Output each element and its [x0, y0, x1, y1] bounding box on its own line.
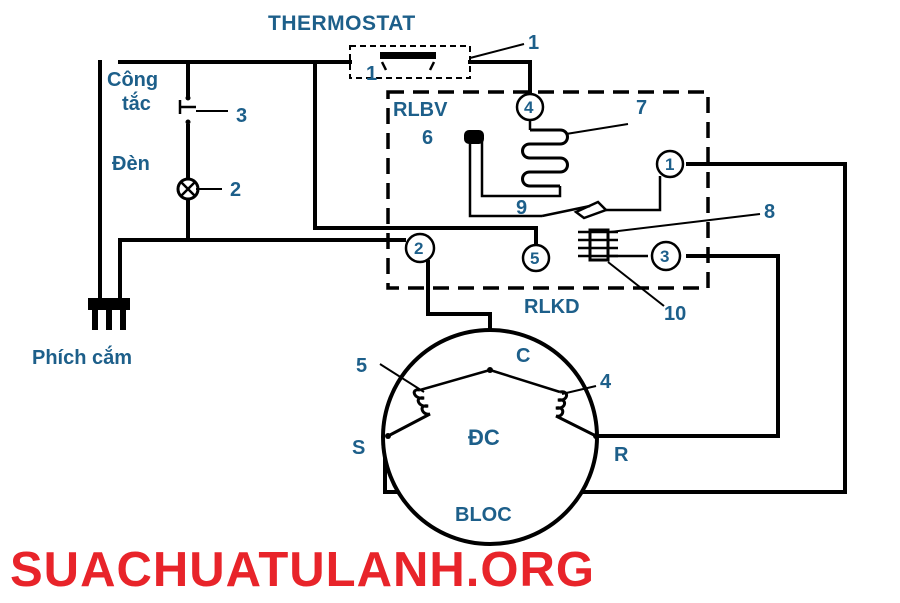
callout-leaders	[196, 43, 761, 395]
terminal-4-number: 4	[524, 98, 534, 117]
motor-label: ĐC	[468, 425, 500, 450]
wires	[98, 60, 847, 494]
terminal-2-number: 2	[414, 239, 423, 258]
switch-label-line1: Công	[107, 69, 158, 91]
terminal-3: 3	[650, 240, 682, 272]
plug-label: Phích cắm	[32, 345, 132, 369]
terminal-3-number: 3	[660, 247, 669, 266]
terminal-4: 4	[515, 92, 545, 122]
callout-2: 2	[230, 179, 241, 201]
callout-1: 1	[528, 32, 539, 54]
thermostat: THERMOSTAT 1	[268, 12, 471, 85]
callout-4: 4	[600, 371, 612, 393]
bloc-label: BLOC	[455, 504, 512, 526]
site-watermark: SUACHUATULANH.ORG	[10, 543, 595, 597]
thermostat-inner-number: 1	[366, 63, 377, 85]
run-winding	[555, 390, 597, 438]
compressor: ĐC C S R BLOC	[352, 328, 629, 546]
thermostat-contact	[380, 52, 436, 59]
callout-8: 8	[764, 201, 775, 223]
rlbv-label: RLBV	[393, 99, 448, 121]
callout-3: 3	[236, 105, 247, 127]
terminal-1: 1	[655, 149, 685, 179]
callout-6: 6	[422, 127, 433, 149]
thermostat-box	[349, 45, 471, 79]
terminal-c-label: C	[516, 345, 530, 367]
rlkd-label: RLKD	[524, 296, 580, 318]
terminal-r-label: R	[614, 444, 629, 466]
terminal-5-number: 5	[530, 249, 539, 268]
overload-heater-coil	[521, 128, 569, 188]
terminal-1-number: 1	[665, 155, 674, 174]
terminal-2: 2	[404, 232, 436, 264]
terminal-s-label: S	[352, 437, 365, 459]
callout-numbers: 1 3 2 7 6 9 8 10 5 4	[230, 32, 775, 393]
start-winding	[387, 388, 431, 438]
callout-7: 7	[636, 97, 647, 119]
relay-dashed-boundary	[386, 90, 710, 290]
relay-box: RLBV RLKD 4 1 2 5	[386, 90, 710, 318]
lamp-label: Đèn	[112, 153, 150, 175]
callout-9: 9	[516, 197, 527, 219]
switch-label-line2: tắc	[122, 91, 151, 115]
thermostat-label: THERMOSTAT	[268, 12, 416, 35]
start-relay-coil	[588, 228, 610, 262]
callout-10: 10	[664, 303, 686, 325]
terminal-5: 5	[521, 243, 551, 273]
switch: Công tắc	[107, 69, 196, 125]
bimetal-contact	[464, 130, 484, 144]
callout-5: 5	[356, 355, 367, 377]
lamp: Đèn	[112, 153, 200, 201]
plug-icon: Phích cắm	[32, 298, 132, 369]
